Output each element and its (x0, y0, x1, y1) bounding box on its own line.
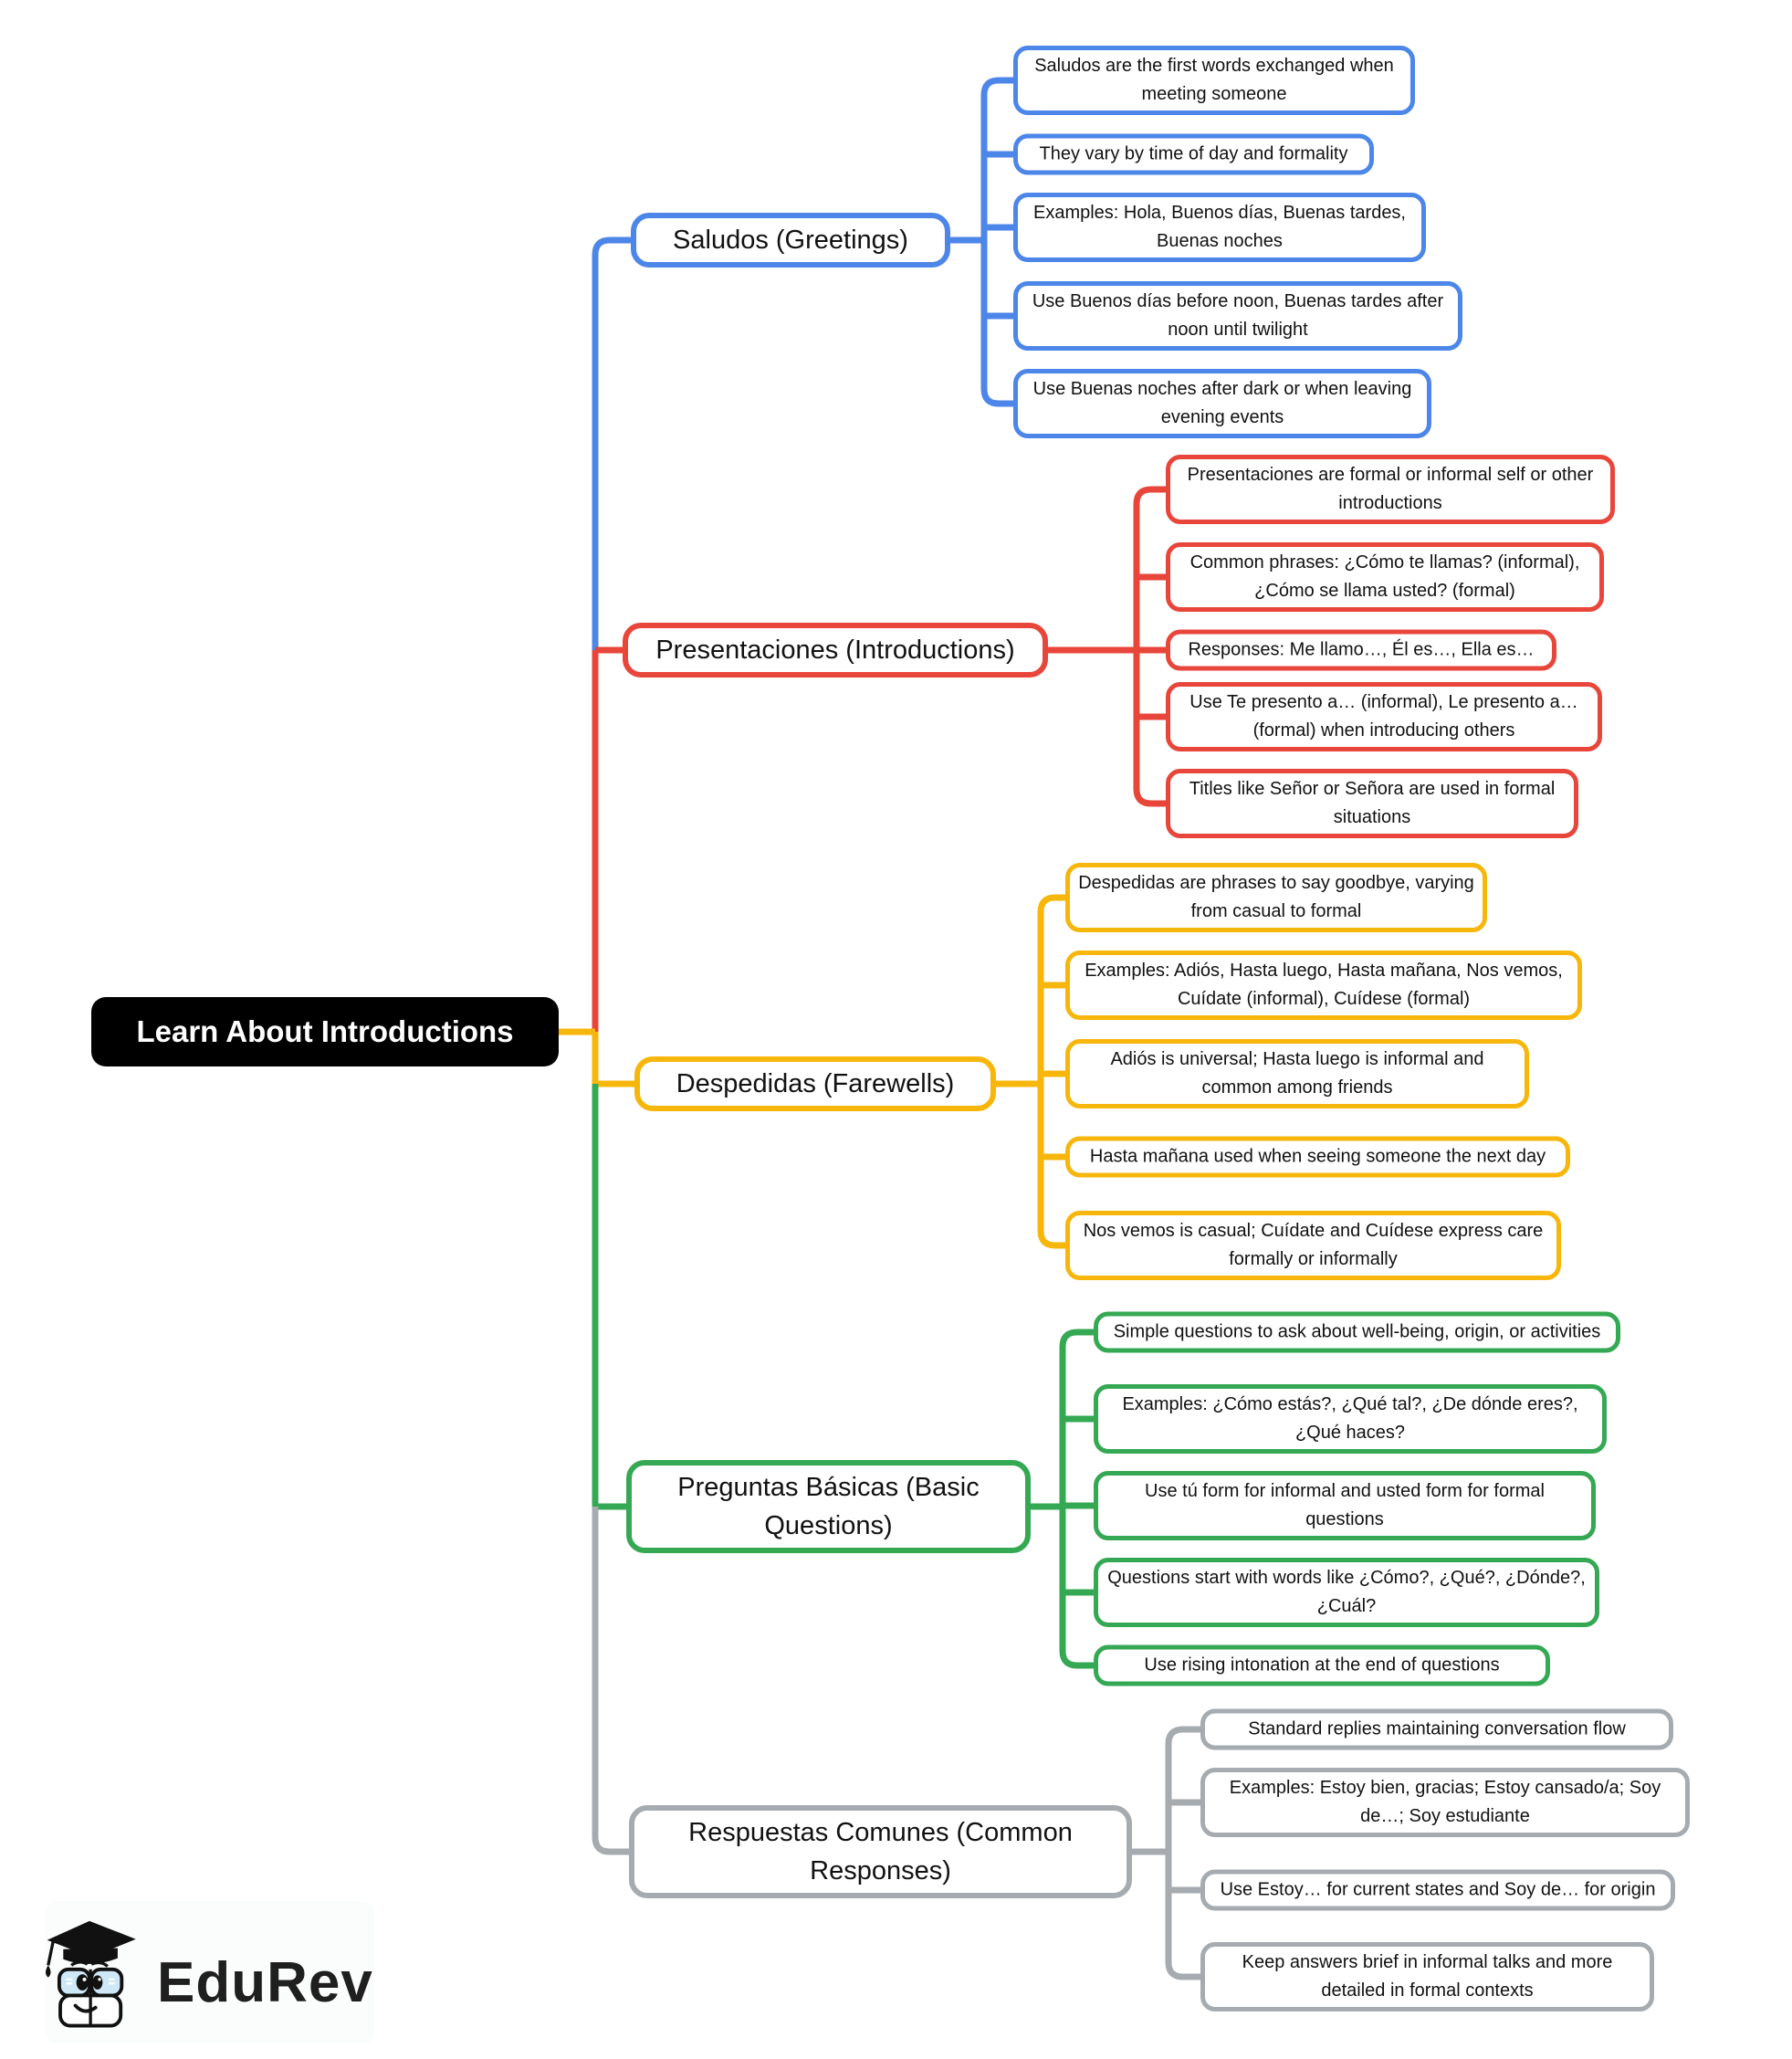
edurev-logo: EduRev (38, 1913, 373, 2030)
child-node: Use rising intonation at the end of ques… (1094, 1644, 1550, 1686)
presentaciones-links (1048, 486, 1166, 807)
child-node: Use Estoy… for current states and Soy de… (1200, 1869, 1675, 1911)
child-node: Examples: ¿Cómo estás?, ¿Qué tal?, ¿De d… (1094, 1384, 1607, 1454)
child-node: Common phrases: ¿Cómo te llamas? (inform… (1166, 542, 1604, 612)
trunk-blue (592, 236, 631, 650)
child-node: Simple questions to ask about well-being… (1094, 1311, 1620, 1353)
trunk-green (592, 1084, 630, 1510)
child-node: Questions start with words like ¿Cómo?, … (1094, 1558, 1599, 1627)
branch-node-preguntas: Preguntas Básicas (Basic Questions) (626, 1460, 1031, 1553)
child-node: They vary by time of day and formality (1013, 133, 1374, 175)
child-node: Saludos are the first words exchanged wh… (1013, 46, 1415, 115)
child-node: Nos vemos is casual; Cuídate and Cuídese… (1065, 1211, 1561, 1280)
branch-node-despedidas: Despedidas (Farewells) (634, 1056, 996, 1111)
child-node: Use tú form for informal and usted form … (1094, 1471, 1596, 1540)
child-node: Examples: Hola, Buenos días, Buenas tard… (1013, 193, 1426, 262)
respuestas-links (1132, 1726, 1200, 1980)
child-node: Titles like Señor or Señora are used in … (1166, 769, 1578, 838)
child-node: Adiós is universal; Hasta luego is infor… (1065, 1039, 1529, 1108)
saludos-links (950, 77, 1013, 407)
child-node: Despedidas are phrases to say goodbye, v… (1065, 863, 1487, 932)
child-node: Standard replies maintaining conversatio… (1200, 1708, 1673, 1750)
child-node: Keep answers brief in informal talks and… (1200, 1942, 1654, 2012)
branch-node-presentaciones: Presentaciones (Introductions) (623, 623, 1048, 678)
child-node: Use Buenas noches after dark or when lea… (1013, 369, 1431, 438)
root-node: Learn About Introductions (91, 997, 559, 1066)
child-node: Use Buenos días before noon, Buenas tard… (1013, 281, 1462, 351)
edurev-logo-text: EduRev (157, 1951, 373, 2014)
preguntas-links (1031, 1329, 1094, 1669)
child-node: Presentaciones are formal or informal se… (1166, 455, 1615, 524)
child-node: Responses: Me llamo…, Él es…, Ella es… (1166, 629, 1556, 671)
trunk-gray (592, 1507, 633, 1855)
child-node: Hasta mañana used when seeing someone th… (1065, 1136, 1570, 1178)
trunk-red (592, 646, 624, 1032)
child-node: Use Te presento a… (informal), Le presen… (1166, 682, 1602, 751)
branch-node-respuestas: Respuestas Comunes (Common Responses) (629, 1805, 1132, 1898)
trunk-yellow (557, 1028, 634, 1087)
branch-node-saludos: Saludos (Greetings) (631, 213, 950, 268)
child-node: Examples: Estoy bien, gracias; Estoy can… (1200, 1768, 1690, 1837)
despedidas-links (996, 894, 1065, 1249)
child-node: Examples: Adiós, Hasta luego, Hasta maña… (1065, 951, 1582, 1020)
edurev-logo-icon (46, 1920, 136, 2028)
